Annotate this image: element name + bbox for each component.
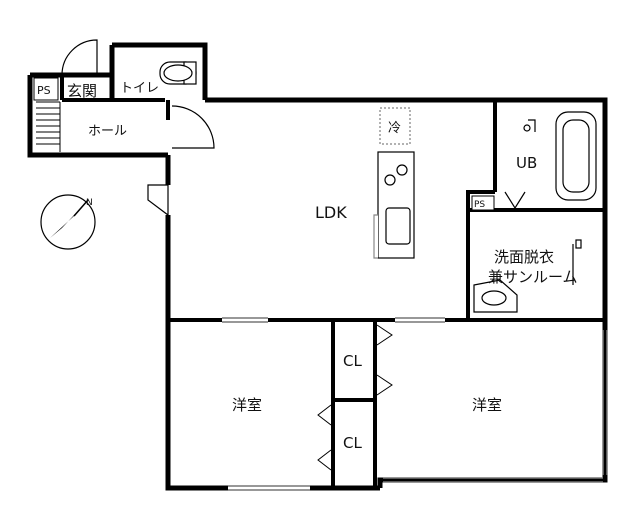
windows [222, 317, 608, 491]
svg-text:N: N [86, 198, 93, 208]
interior-walls [60, 75, 605, 488]
doors [61, 39, 526, 217]
closet-doors [317, 324, 393, 471]
label-toilet: トイレ [120, 81, 159, 96]
entry-steps [36, 101, 61, 152]
label-western-right: 洋室 [472, 396, 502, 414]
label-western-left: 洋室 [232, 396, 262, 414]
label-washroom-line2: 兼サンルーム [488, 268, 578, 286]
label-fridge: 冷 [388, 121, 401, 136]
label-hall: ホール [88, 124, 127, 139]
label-closet-lower: CL [343, 434, 362, 452]
label-washroom-line1: 洗面脱衣 [494, 248, 554, 266]
toilet-fixture [159, 61, 197, 85]
label-genkan: 玄関 [67, 82, 97, 100]
label-closet-upper: CL [343, 352, 362, 370]
label-ldk: LDK [315, 203, 347, 222]
label-ps-kitchen: PS [474, 200, 485, 210]
kitchen-counter [373, 151, 415, 259]
ps-box-entry [33, 77, 59, 101]
label-ps-entry: PS [37, 84, 51, 97]
label-ub: UB [516, 154, 537, 172]
bathtub [523, 111, 597, 201]
ps-box-kitchen [471, 195, 495, 211]
north-arrow-icon: N [40, 194, 96, 250]
fridge-space [379, 107, 411, 145]
wash-basin [473, 239, 582, 313]
exterior-walls [27, 42, 608, 491]
